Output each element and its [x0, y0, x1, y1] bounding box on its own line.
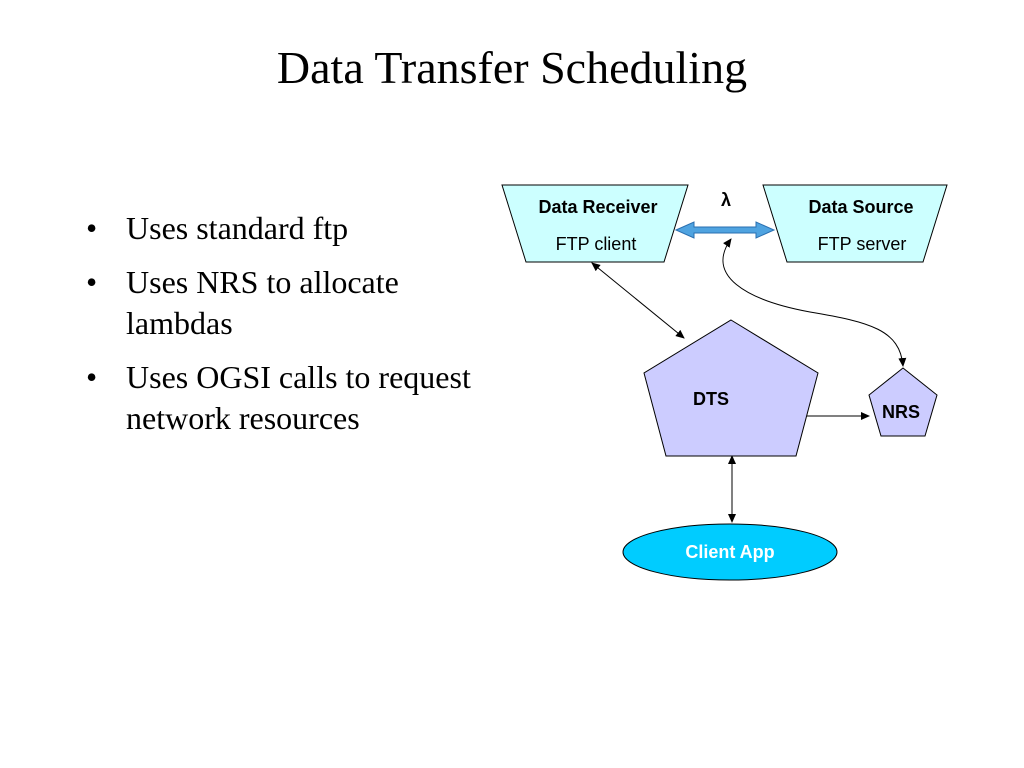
lambda-label: λ	[721, 190, 731, 210]
client-app-label: Client App	[685, 542, 774, 562]
bullet-item: • Uses NRS to allocate lambdas	[86, 262, 486, 344]
lambda-arrow-shape	[674, 221, 776, 239]
data-receiver-title: Data Receiver	[538, 197, 657, 217]
data-source-title: Data Source	[808, 197, 913, 217]
receiver-dts-connector	[591, 262, 685, 339]
nrs-label: NRS	[882, 402, 920, 422]
bullet-item: • Uses standard ftp	[86, 208, 486, 249]
lambda-nrs-connector	[722, 238, 907, 367]
data-receiver-shape	[501, 184, 689, 263]
lambda-link: λ	[674, 190, 776, 239]
data-source-subtitle: FTP server	[818, 234, 907, 254]
bullet-text: Uses standard ftp	[126, 210, 349, 246]
slide-title: Data Transfer Scheduling	[276, 42, 748, 93]
nrs-node: NRS	[868, 367, 938, 437]
dts-node: DTS	[643, 319, 819, 457]
bullet-list: • Uses standard ftp • Uses NRS to alloca…	[86, 208, 486, 452]
client-app-shape	[622, 523, 838, 581]
bullet-text: Uses OGSI calls to request network resou…	[126, 359, 471, 436]
bullet-dot: •	[86, 264, 98, 300]
client-app-node: Client App	[622, 523, 838, 581]
nrs-shape	[868, 367, 938, 437]
data-receiver-subtitle: FTP client	[556, 234, 637, 254]
bullet-dot: •	[86, 359, 98, 395]
dts-label: DTS	[693, 389, 729, 409]
bullet-text: Uses NRS to allocate lambdas	[126, 264, 399, 341]
bullet-item: • Uses OGSI calls to request network res…	[86, 357, 486, 439]
data-receiver-node: Data Receiver FTP client	[501, 184, 689, 263]
dts-shape	[643, 319, 819, 457]
data-source-node: Data Source FTP server	[762, 184, 948, 263]
bullet-dot: •	[86, 210, 98, 246]
